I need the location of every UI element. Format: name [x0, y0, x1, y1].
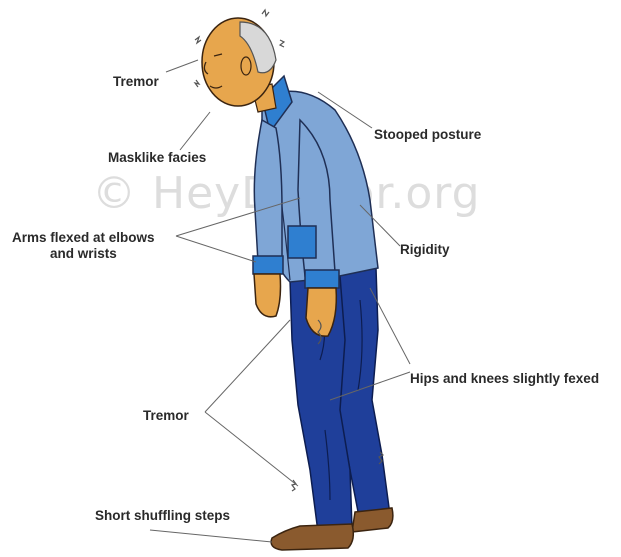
label-tremor-head: Tremor — [113, 74, 159, 90]
label-stooped-posture: Stooped posture — [374, 127, 481, 143]
label-hips-knees: Hips and knees slightly fexed — [410, 371, 599, 387]
label-rigidity: Rigidity — [400, 242, 450, 258]
cuff-back — [305, 270, 339, 288]
shirt-pocket — [288, 226, 316, 258]
shoe-back — [352, 508, 393, 532]
hand-back — [306, 288, 336, 336]
label-tremor-limbs: Tremor — [143, 408, 189, 424]
sleeve-front — [254, 120, 282, 262]
label-arms-flexed-line1: Arms flexed at elbows — [12, 230, 155, 246]
cuff-front — [253, 256, 283, 274]
label-arms-flexed-line2: and wrists — [50, 246, 117, 262]
shoe-front — [271, 524, 353, 550]
label-masklike-facies: Masklike facies — [108, 150, 206, 166]
hand-front — [254, 274, 281, 317]
label-shuffling-steps: Short shuffling steps — [95, 508, 230, 524]
